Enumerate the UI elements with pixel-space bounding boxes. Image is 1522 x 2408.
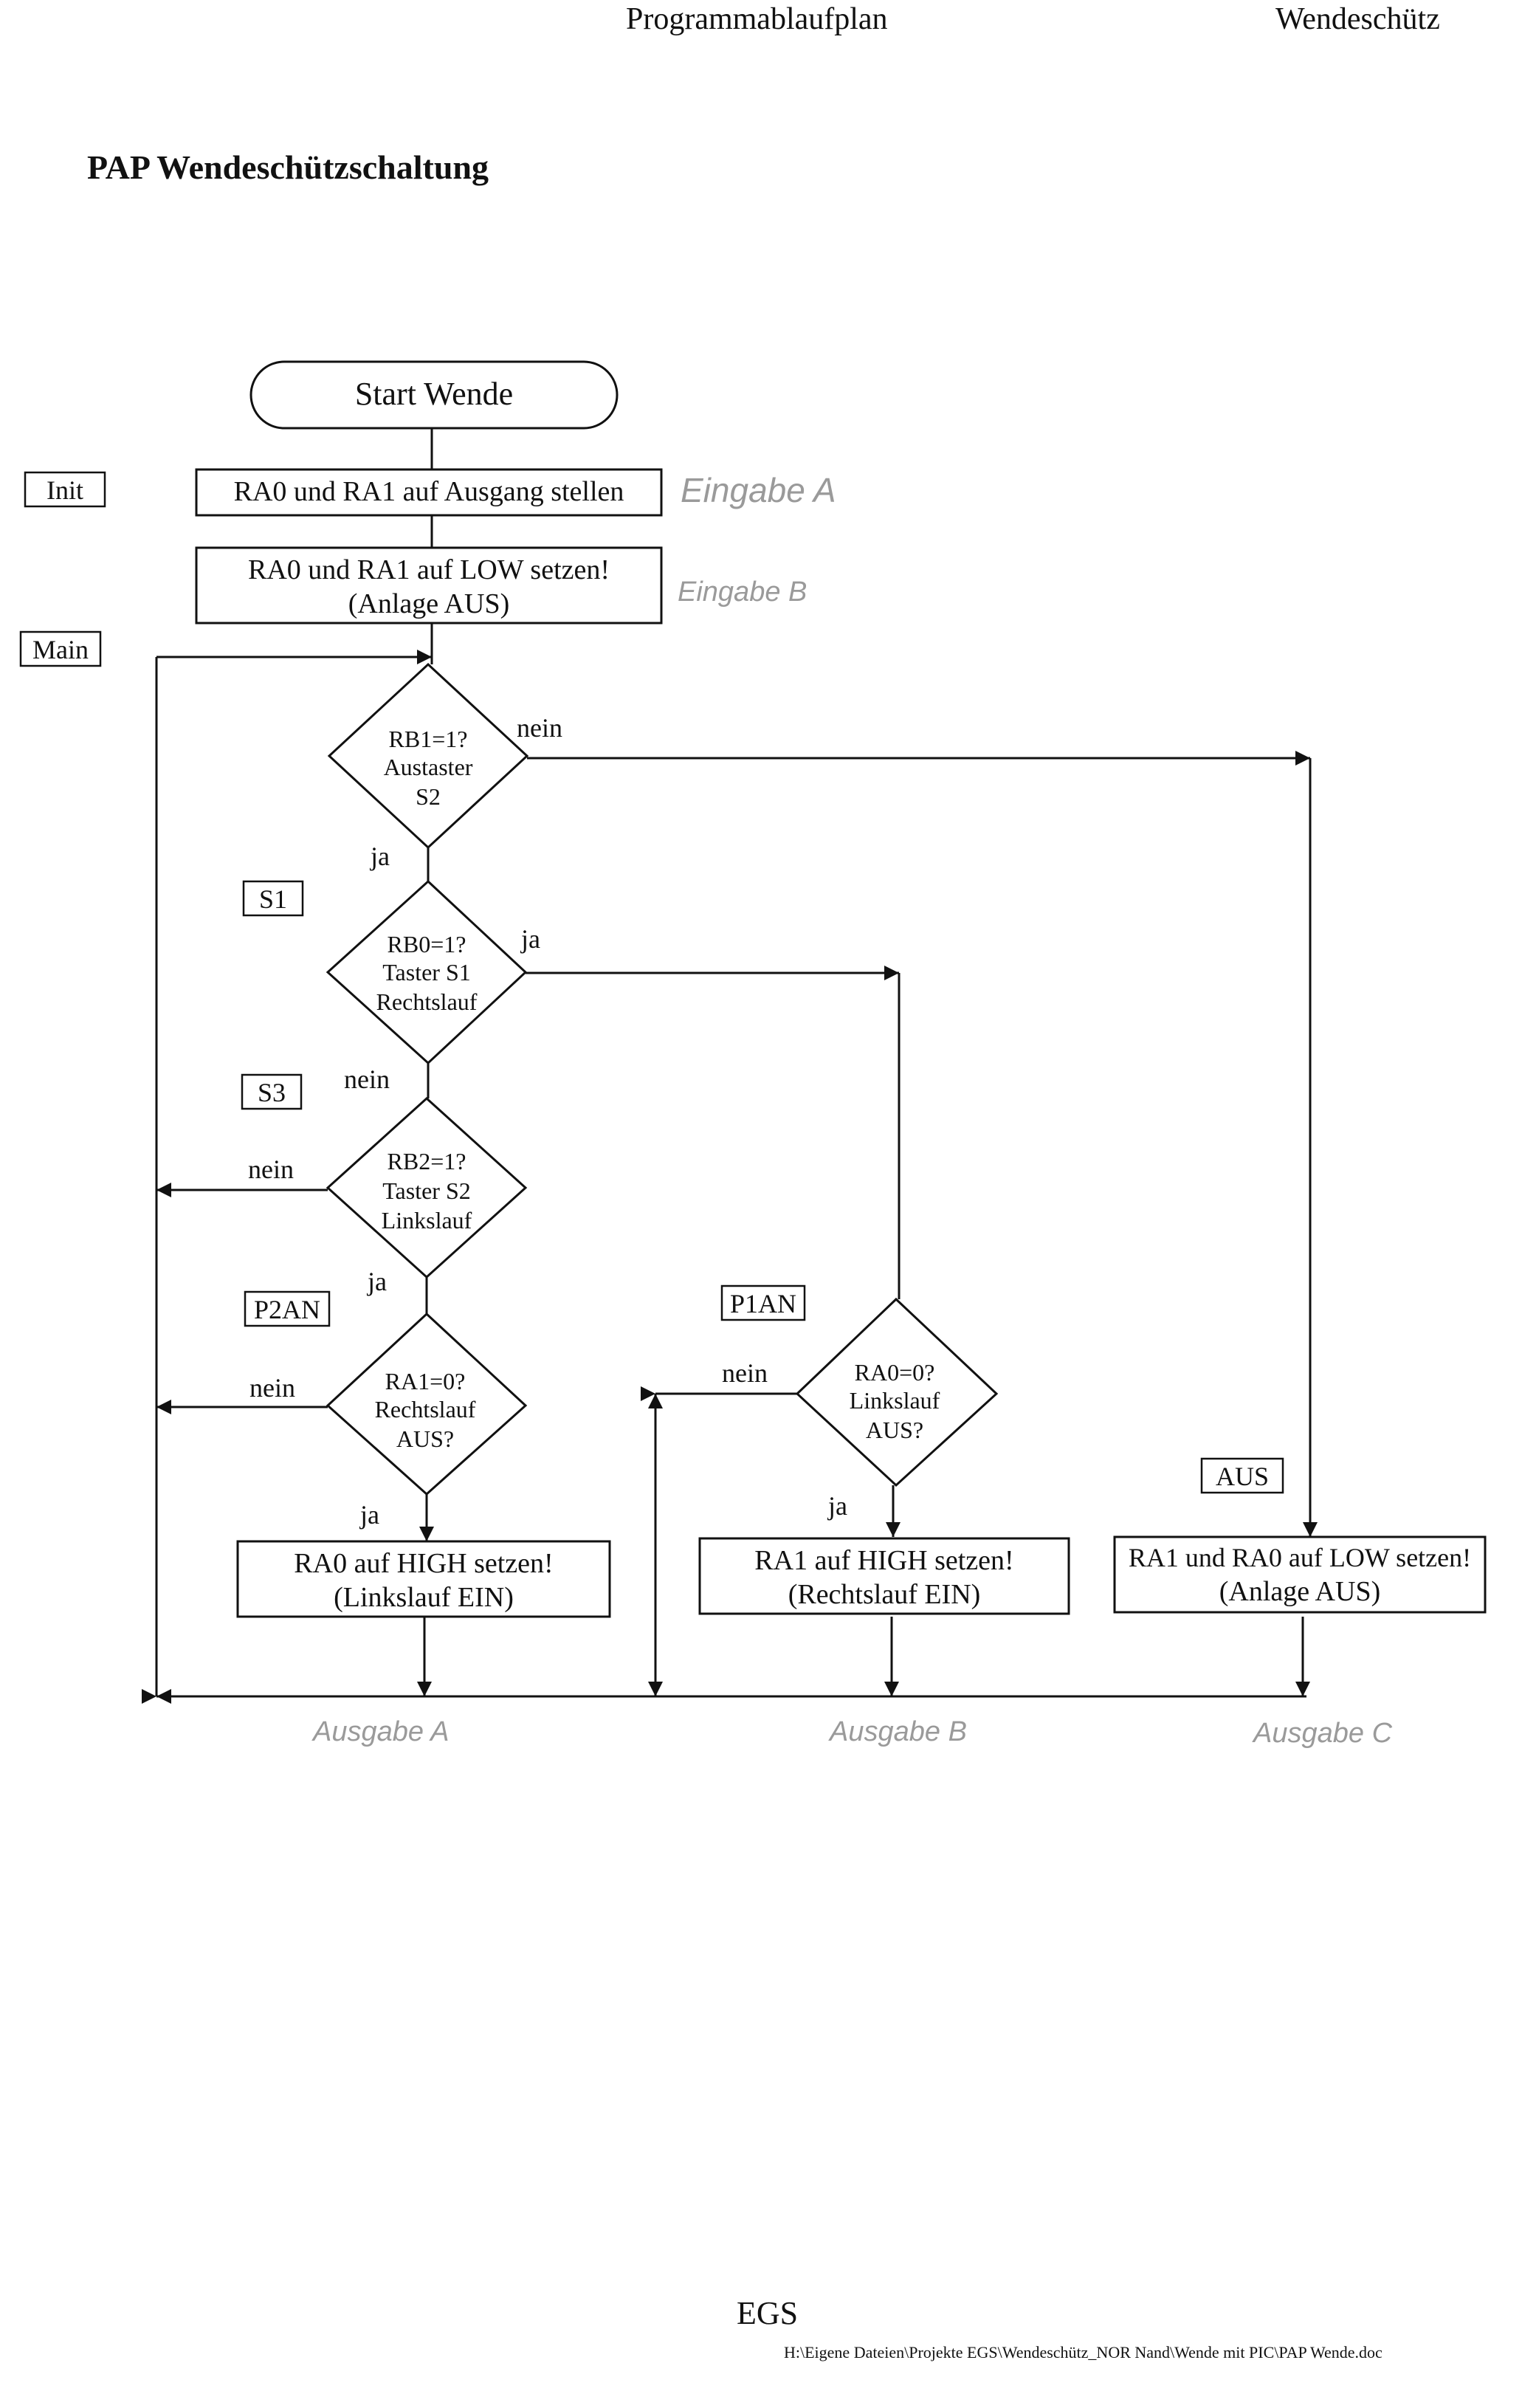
edge-label-d2-nein: nein (344, 1064, 390, 1094)
start-label: Start Wende (355, 376, 513, 412)
edge-label-d4-ja: ja (359, 1500, 379, 1530)
label-main: Main (32, 635, 89, 664)
decision-rb0-line1: RB0=1? (388, 931, 466, 957)
decision-ra0-line3: AUS? (866, 1417, 923, 1443)
label-p1an-box (720, 1284, 806, 1321)
decision-rb1 (327, 662, 529, 850)
process-ra0-box (236, 1540, 611, 1618)
edge-label-d1-nein: nein (517, 713, 562, 743)
decision-ra0 (795, 1297, 999, 1487)
process-low-box (195, 546, 663, 625)
edge-label-d4-nein: nein (249, 1373, 295, 1403)
label-init: Init (47, 475, 83, 505)
process-aus-line2: (Anlage AUS) (1219, 1576, 1380, 1607)
header-document-type: Programmablaufplan (626, 2, 888, 36)
process-ra0-line1: RA0 auf HIGH setzen! (294, 1548, 553, 1579)
label-aus-box (1200, 1457, 1284, 1494)
handwritten-ausgabe-a: Ausgabe A (311, 1716, 450, 1747)
start-terminator (249, 360, 619, 430)
decision-rb2-line1: RB2=1? (388, 1148, 466, 1174)
process-low-line2: (Anlage AUS) (348, 588, 509, 619)
decision-ra1-line3: AUS? (396, 1425, 454, 1452)
handwritten-eingabe-a: Eingabe A (681, 471, 836, 509)
decision-rb0-line3: Rechtslauf (376, 988, 478, 1015)
handwritten-ausgabe-c: Ausgabe C (1252, 1718, 1393, 1749)
handwritten-eingabe-b: Eingabe B (678, 577, 807, 608)
process-ausgang-box (195, 468, 663, 517)
label-p2an: P2AN (254, 1295, 320, 1324)
process-aus-box (1113, 1535, 1487, 1614)
decision-rb2-line2: Taster S2 (382, 1177, 471, 1204)
header-topic: Wendeschütz (1275, 2, 1440, 36)
process-low-line1: RA0 und RA1 auf LOW setzen! (248, 554, 610, 585)
footer-file-path: H:\Eigene Dateien\Projekte EGS\Wendeschü… (784, 2343, 1382, 2361)
decision-rb0-line2: Taster S1 (382, 959, 471, 985)
decision-ra1-line1: RA1=0? (385, 1368, 466, 1394)
process-ausgang-label: RA0 und RA1 auf Ausgang stellen (234, 476, 624, 507)
process-ra1-line1: RA1 auf HIGH setzen! (754, 1545, 1013, 1576)
edge-label-d1-ja: ja (369, 842, 390, 871)
process-ra0-line2: (Linkslauf EIN) (334, 1582, 514, 1613)
edge-label-d3-ja: ja (366, 1267, 387, 1296)
page-title: PAP Wendeschützschaltung (87, 148, 489, 186)
edge-label-d3-nein: nein (248, 1155, 294, 1184)
edge-label-d5-nein: nein (722, 1358, 768, 1388)
decision-rb1-line2: Austaster (384, 754, 473, 780)
label-s1-box (242, 880, 304, 917)
decision-rb2 (326, 1096, 528, 1279)
label-s3-box (241, 1073, 303, 1110)
label-main-box (19, 630, 102, 667)
label-s1: S1 (259, 884, 287, 914)
label-p1an: P1AN (730, 1289, 796, 1318)
process-aus-line1: RA1 und RA0 auf LOW setzen! (1129, 1543, 1471, 1572)
handwritten-ausgabe-b: Ausgabe B (828, 1716, 967, 1747)
decision-ra0-line2: Linkslauf (850, 1387, 940, 1414)
edge-label-d5-ja: ja (827, 1491, 847, 1521)
footer-org: EGS (737, 2295, 799, 2331)
decision-rb2-line3: Linkslauf (382, 1207, 472, 1234)
flow-connectors (155, 428, 1318, 1704)
process-ra1-box (698, 1537, 1070, 1615)
label-aus: AUS (1216, 1462, 1269, 1491)
label-s3: S3 (258, 1078, 286, 1107)
decision-rb0 (326, 879, 528, 1065)
decision-ra1-line2: Rechtslauf (375, 1396, 476, 1423)
decision-ra1 (326, 1312, 528, 1496)
label-init-box (24, 471, 106, 508)
edge-label-d2-ja: ja (520, 924, 540, 954)
decision-rb1-line1: RB1=1? (389, 726, 468, 752)
decision-rb1-line3: S2 (416, 783, 441, 810)
label-p2an-box (244, 1290, 331, 1327)
decision-ra0-line1: RA0=0? (855, 1359, 935, 1386)
process-ra1-line2: (Rechtslauf EIN) (788, 1579, 981, 1610)
